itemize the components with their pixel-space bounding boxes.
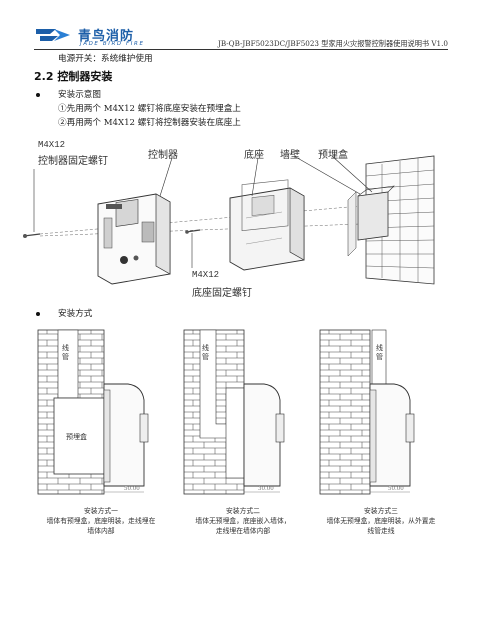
embedded-box-label: 预埋盒 [66, 433, 87, 441]
exploded-install-diagram [23, 155, 435, 285]
conduit-label: 线管 [376, 344, 383, 361]
logo-subtext: JADE BIRD FIRE [80, 41, 145, 47]
controller-screw-icon [23, 233, 41, 238]
intro-line: 电源开关：系统维护使用 [58, 54, 153, 64]
label-box: 预埋盒 [318, 150, 348, 161]
method-2-diagram [183, 329, 285, 495]
controller-device [97, 193, 171, 285]
install-step-1: ①先用两个 M4X12 螺钉将底座安装在预埋盒上 [58, 104, 241, 114]
dimension-label: 50.00 [388, 486, 404, 492]
bullet-install-methods: 安装方式 [58, 309, 93, 319]
label-wall: 墙壁 [280, 150, 300, 161]
brick-wall [347, 155, 435, 285]
embedded-box [53, 397, 105, 475]
screw-name-b: 底座固定螺钉 [192, 288, 252, 299]
screw-spec-a: M4X12 [38, 140, 66, 150]
controller-side [369, 383, 411, 487]
method-2-caption: 安装方式二 墙体无预埋盒，底座嵌入墙体， 走线埋在墙体内部 [195, 507, 291, 535]
document-title: JB-QB-JBF5023DC/JBF5023 型家用火灾报警控制器使用说明书 … [217, 39, 448, 48]
jade-bird-logo-icon [36, 29, 70, 41]
bullet-dot [36, 312, 40, 316]
dimension-label: 30.00 [258, 486, 274, 492]
install-step-2: ②再用两个 M4X12 螺钉将控制器安装在底座上 [58, 118, 241, 128]
base-screw-icon [185, 229, 201, 234]
logo-text: 青鸟消防 [78, 29, 135, 44]
base-plate [229, 179, 305, 271]
label-controller: 控制器 [148, 150, 178, 161]
method-1-diagram [37, 329, 149, 495]
embedded-box [357, 185, 395, 241]
label-base: 底座 [244, 150, 264, 161]
controller-side [243, 383, 281, 487]
section-title: 2.2 控制器安装 [34, 70, 113, 83]
dimension-label: 50.00 [124, 486, 140, 492]
controller-side [103, 383, 145, 487]
method-3-caption: 安装方式三 墙体无预埋盒，底座明装，从外置走 线管走线 [326, 507, 436, 535]
method-1-caption: 安装方式一 墙体有预埋盒，底座明装，走线埋在 墙体内部 [46, 507, 156, 535]
bullet-dot [36, 93, 40, 97]
conduit-channel [57, 329, 79, 399]
screw-spec-b: M4X12 [192, 270, 220, 280]
conduit-label: 线管 [62, 344, 69, 361]
header-divider [34, 49, 448, 50]
method-3-diagram [319, 329, 415, 495]
screw-name-a: 控制器固定螺钉 [38, 156, 108, 167]
conduit-label: 线管 [202, 344, 209, 361]
bullet-install-diagram: 安装示意图 [58, 90, 101, 100]
